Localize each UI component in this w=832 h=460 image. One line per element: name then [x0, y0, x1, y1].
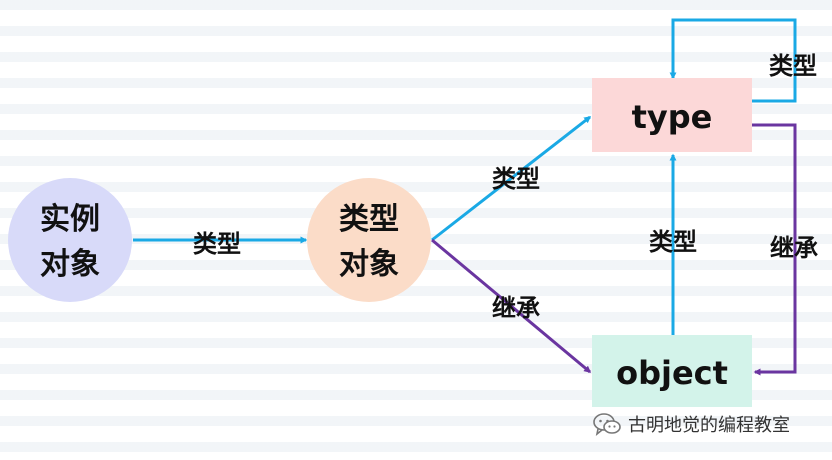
node-class-object-line1: 类型	[339, 202, 399, 237]
node-class-object-circle	[307, 178, 431, 302]
node-object-label: object	[616, 354, 728, 392]
watermark: 古明地觉的编程教室	[592, 408, 790, 440]
node-instance-object-circle	[8, 178, 132, 302]
edge-label-object-to-type: 类型	[649, 228, 697, 256]
node-class-object: 类型 对象	[307, 178, 431, 302]
edge-type-self-loop	[669, 18, 797, 103]
node-object-rect	[592, 335, 752, 407]
node-instance-object-line2: 对象	[40, 247, 100, 282]
node-object-box: object	[592, 335, 752, 407]
node-type-rect	[592, 78, 752, 152]
edge-class-to-type	[431, 115, 592, 242]
node-type-label: type	[632, 98, 713, 136]
edge-label-type-self-loop: 类型	[769, 52, 817, 80]
node-type-box: type	[592, 78, 752, 152]
wechat-icon	[592, 411, 622, 437]
edge-label-type-to-object: 继承	[770, 234, 818, 262]
node-class-object-line2: 对象	[339, 247, 399, 282]
edge-type-to-object	[752, 123, 797, 376]
edge-label-class-to-object: 继承	[492, 294, 540, 322]
node-instance-object-line1: 实例	[40, 202, 100, 237]
node-instance-object: 实例 对象	[8, 178, 132, 302]
edge-class-to-object	[431, 238, 592, 374]
edge-label-class-to-type: 类型	[492, 165, 540, 193]
watermark-text: 古明地觉的编程教室	[628, 415, 790, 436]
edge-label-instance-to-class: 类型	[193, 230, 241, 258]
